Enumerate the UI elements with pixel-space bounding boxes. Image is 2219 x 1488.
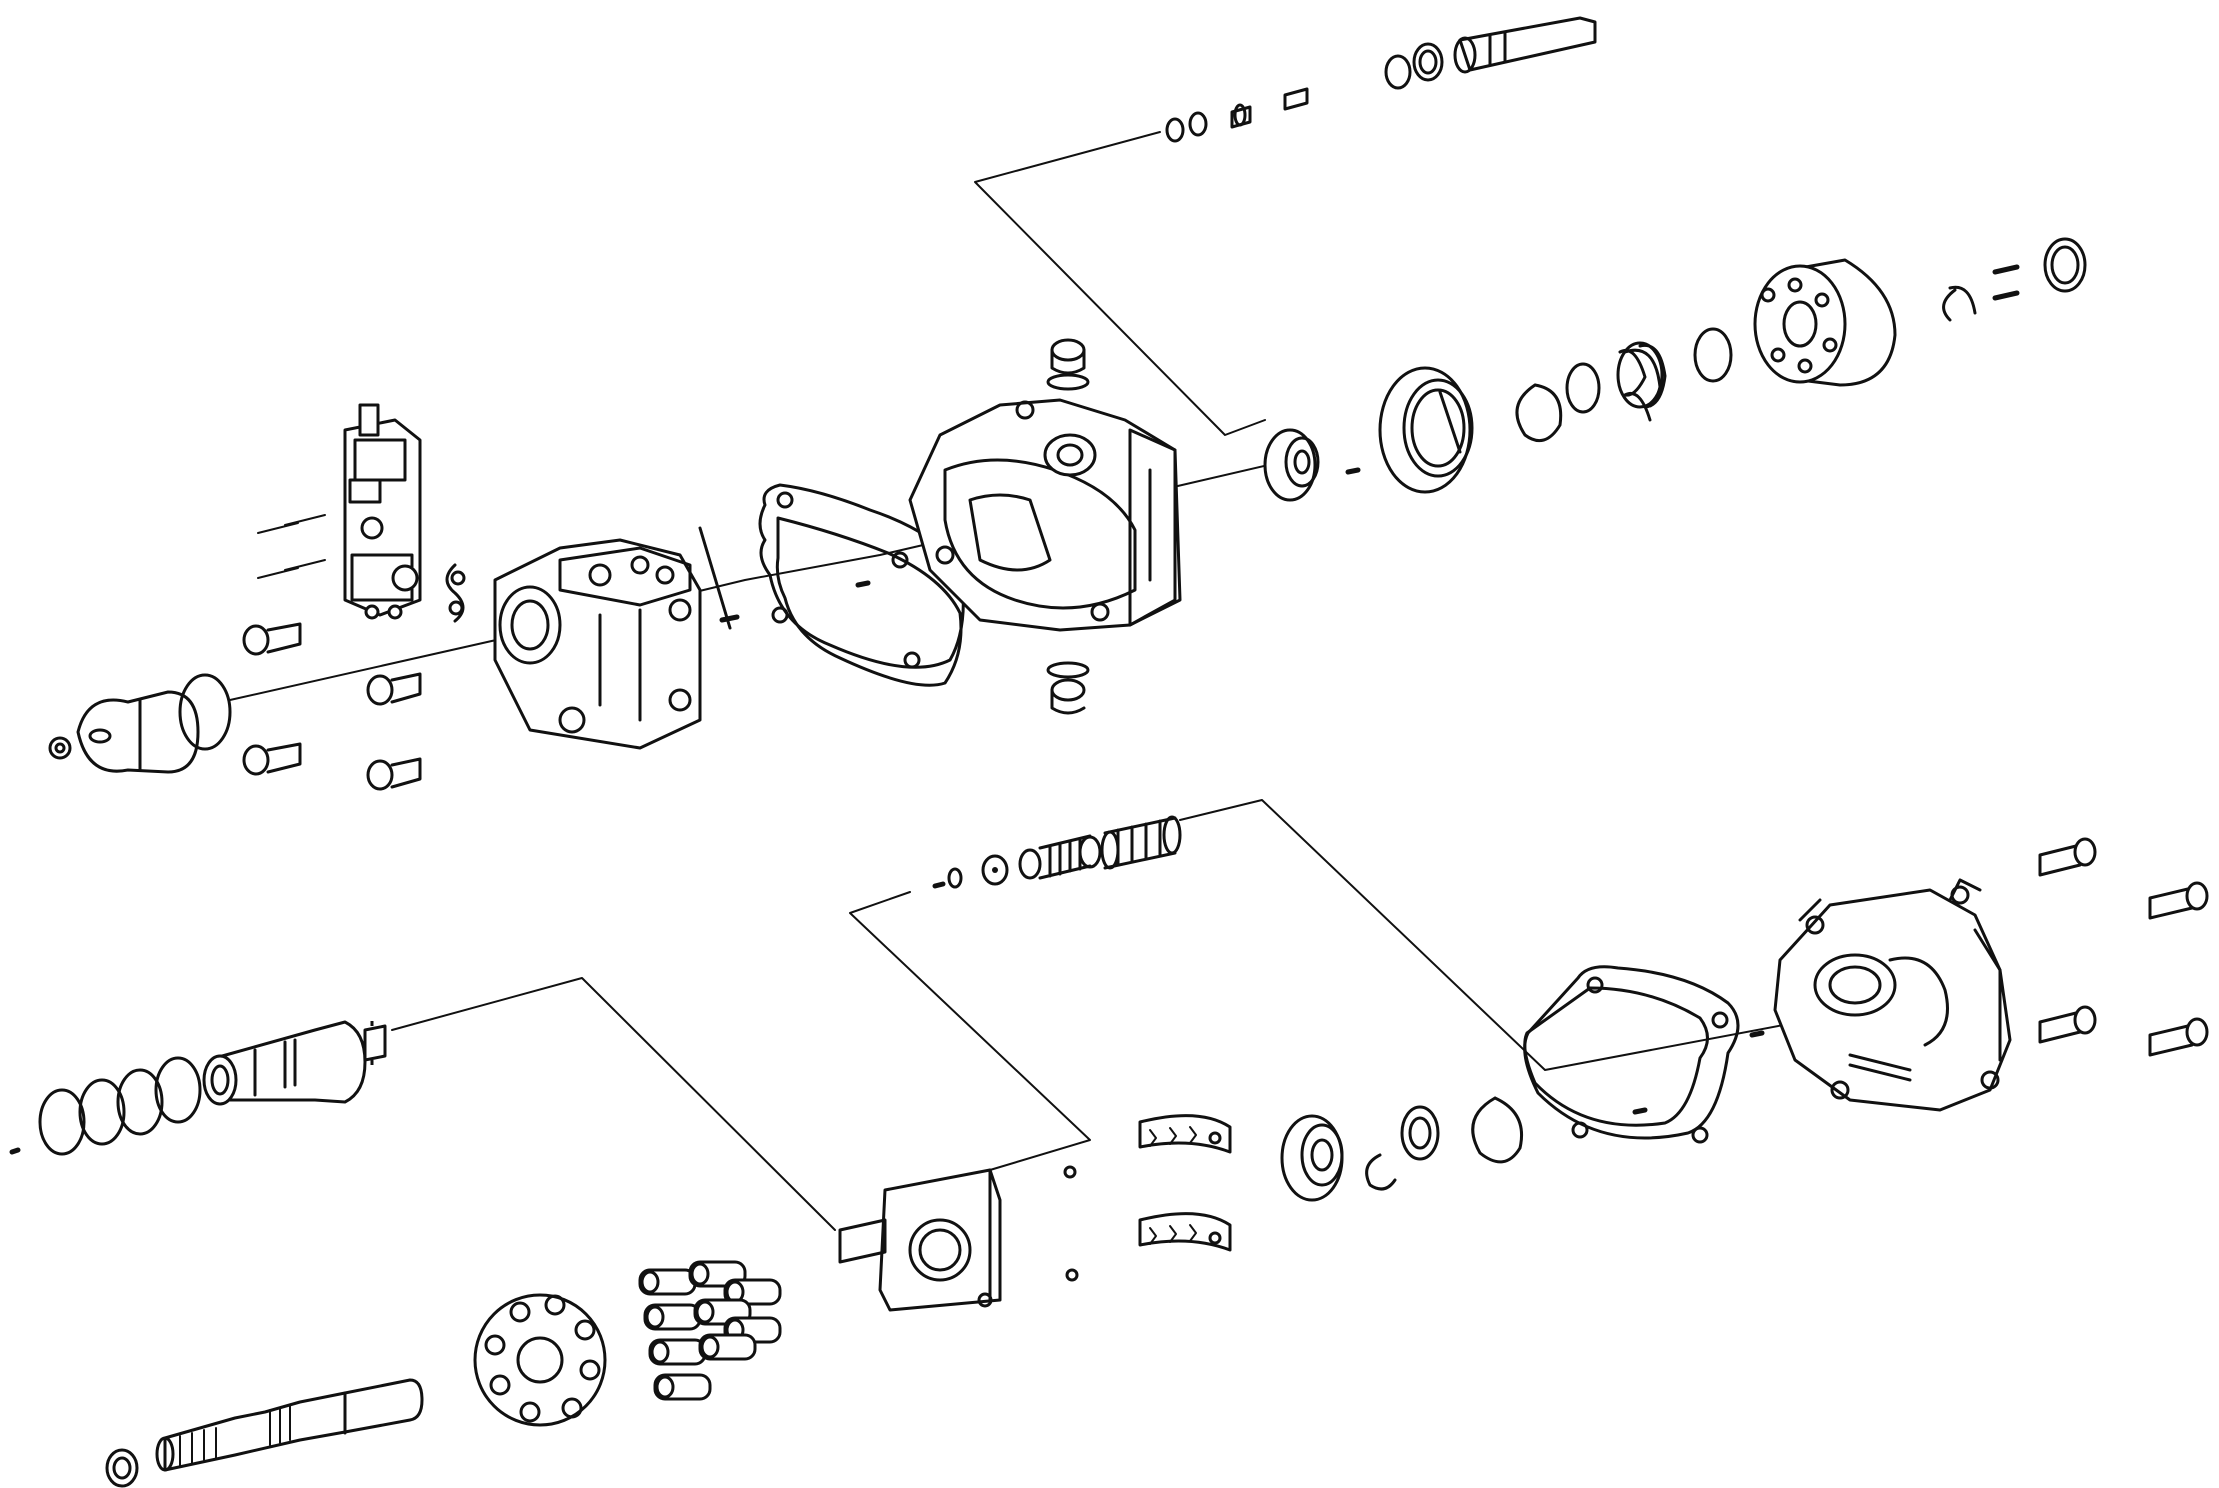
cap-screw <box>2038 837 2097 877</box>
control-spool <box>1453 16 1597 74</box>
retaining-ring-top <box>1515 383 1563 443</box>
screw <box>284 559 326 571</box>
shaft-seal-ring <box>112 1456 132 1480</box>
roller-bearing-large <box>1378 366 1474 494</box>
piston <box>698 1333 757 1361</box>
socket-head-cap-screws <box>242 622 422 791</box>
leader-line-control-piston <box>391 977 836 1231</box>
retaining-ring-small <box>445 563 466 623</box>
seal-strip <box>698 526 732 630</box>
gasket-front <box>758 483 965 687</box>
port-fittings <box>1046 338 1090 715</box>
snap-ring-rear <box>1365 1153 1397 1191</box>
piston <box>648 1338 707 1366</box>
control-piston <box>202 1020 387 1106</box>
spring-stack <box>932 815 1182 889</box>
leader-line-springs <box>1179 799 1901 1071</box>
screw <box>257 522 299 534</box>
small-seals-pin <box>1165 87 1309 143</box>
rear-housing-port <box>1813 953 1897 1017</box>
cap-screw <box>242 742 302 776</box>
compensator-valve <box>343 403 422 620</box>
o-ring-set <box>9 1056 202 1156</box>
piston <box>638 1268 697 1296</box>
bearing-and-seals-rear <box>1280 1096 1524 1202</box>
rear-cap-screws <box>2038 837 2209 1057</box>
bearing-small-top <box>1263 428 1320 502</box>
cap-screw <box>366 757 422 791</box>
small-screw <box>1065 1268 1079 1282</box>
mounting-screws-small <box>257 514 326 579</box>
cap-screw <box>2038 1005 2097 1044</box>
pins-pair <box>1992 264 2020 301</box>
dowel-pin <box>719 614 740 623</box>
port-boss-top <box>1043 433 1097 477</box>
swashplate-bearings <box>1138 1114 1232 1252</box>
piston <box>723 1278 782 1306</box>
end-plug-cap <box>48 690 200 774</box>
dowel-pin <box>1345 467 1361 475</box>
main-pump-housing <box>908 398 1182 632</box>
dowel-pin <box>855 580 871 588</box>
seal-ring-right <box>2043 237 2087 293</box>
plug-body <box>76 690 200 774</box>
rear-housing <box>1773 878 2012 1112</box>
piston <box>653 1373 712 1401</box>
o-ring <box>1693 327 1733 383</box>
snap-ring <box>1942 285 1977 322</box>
leader-line-swashplate <box>849 891 1091 1171</box>
retainer-plate <box>473 1293 607 1427</box>
shaft-seal <box>1400 1105 1440 1161</box>
seal-rings-top <box>1384 42 1444 90</box>
piston <box>643 1303 702 1331</box>
shaft-seal-ring <box>105 1448 139 1488</box>
o-ring <box>1565 362 1601 414</box>
small-screw <box>1063 1165 1077 1179</box>
dowel-pin <box>1632 1107 1648 1115</box>
dowel-pin <box>1749 1030 1765 1038</box>
drive-shaft <box>155 1378 424 1472</box>
cap-screw <box>242 622 302 656</box>
cap-screw <box>2148 1017 2209 1057</box>
screw <box>257 567 299 579</box>
port-block-housing <box>493 538 702 750</box>
retaining-ring-rear <box>1471 1096 1524 1164</box>
coil-spring-top <box>1616 341 1667 422</box>
cap-screw <box>366 672 422 706</box>
o-ring-large <box>178 673 232 751</box>
rear-gasket <box>1523 965 1740 1144</box>
compensator-valve-stem <box>358 403 380 437</box>
screw <box>284 514 326 526</box>
leader-line-upper-shaft <box>974 131 1266 436</box>
port-opening <box>498 585 562 665</box>
swashplate <box>838 1168 1002 1312</box>
valve-plate-disc <box>1753 258 1897 387</box>
cap-screw <box>2148 881 2209 920</box>
piston-set <box>638 1260 782 1401</box>
